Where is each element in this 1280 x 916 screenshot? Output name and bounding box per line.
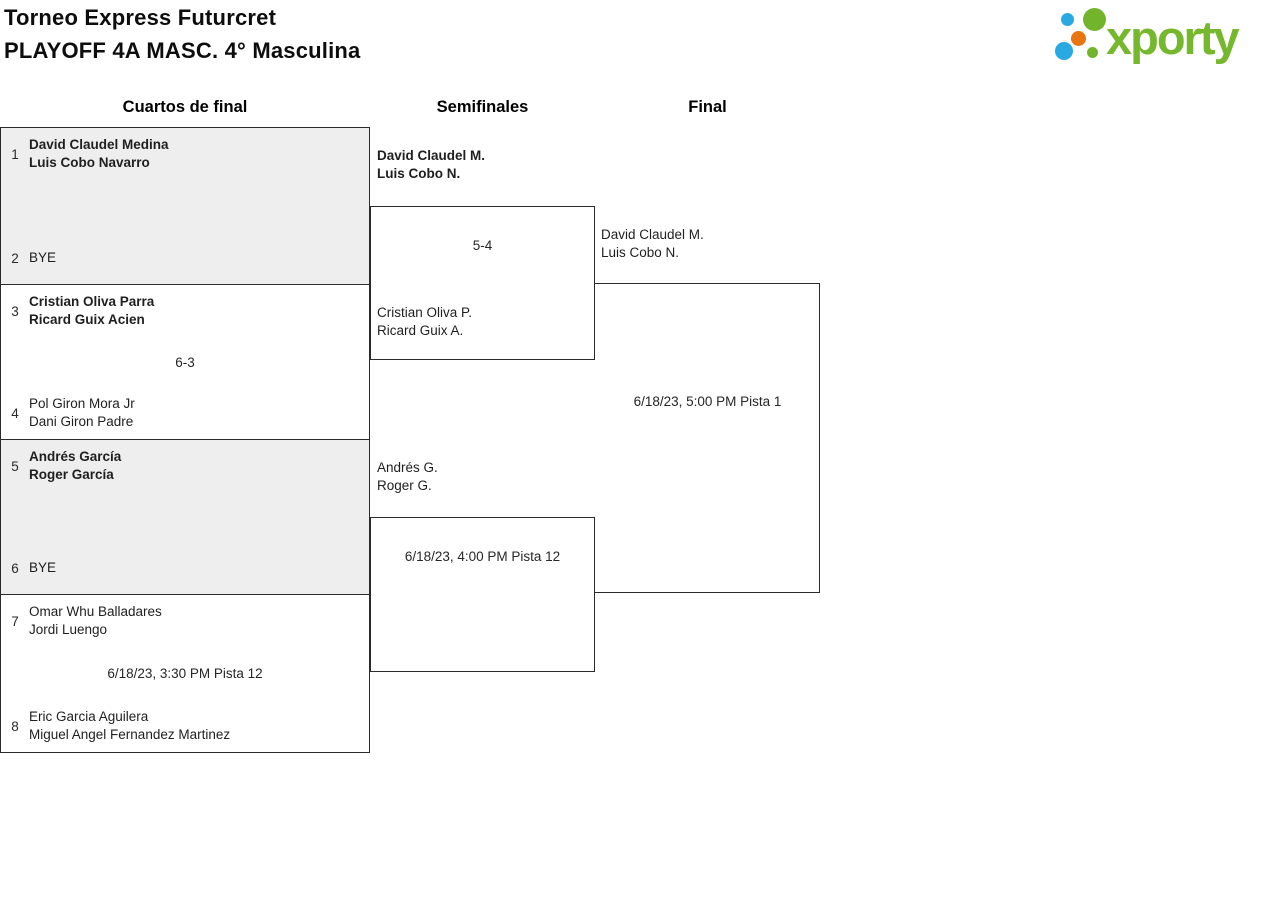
match-schedule: 6/18/23, 4:00 PM Pista 12 xyxy=(404,549,561,564)
final-top-team: David Claudel M. Luis Cobo N. xyxy=(601,226,704,262)
sf2-top-team: Andrés G. Roger G. xyxy=(377,459,438,495)
qf1-bottom-team-row: 2 BYE xyxy=(1,232,369,284)
logo-dot-blue-small-icon xyxy=(1060,12,1074,26)
logo-dot-blue-large-icon xyxy=(1055,42,1073,60)
seed-number: 8 xyxy=(11,718,19,734)
team-name-line: Andrés G. xyxy=(377,460,438,475)
team-name-line: David Claudel M. xyxy=(377,148,486,163)
tournament-title: Torneo Express Futurcret xyxy=(4,5,277,30)
team-name-line: Luis Cobo N. xyxy=(601,245,680,260)
qf-match-3: 5 Andrés García Roger García 6 BYE xyxy=(1,439,369,594)
logo-dot-green-large-icon xyxy=(1083,8,1106,31)
logo-dot-orange-icon xyxy=(1070,30,1086,46)
playoff-subtitle: PLAYOFF 4A MASC. 4° Masculina xyxy=(4,38,361,63)
seed-number: 7 xyxy=(11,613,19,629)
team-names: BYE xyxy=(29,249,56,267)
qf4-bottom-team-row: 8 Eric Garcia Aguilera Miguel Angel Fern… xyxy=(1,700,369,752)
team-name-line: Eric Garcia Aguilera xyxy=(29,709,149,724)
team-names: Pol Giron Mora Jr Dani Giron Padre xyxy=(29,395,135,431)
qf3-bottom-team-row: 6 BYE xyxy=(1,542,369,594)
xporty-logo[interactable]: xporty xyxy=(1050,0,1280,75)
sf1-score-area: 5-4 xyxy=(370,238,595,253)
seed-number: 3 xyxy=(11,303,19,319)
match-score: 5-4 xyxy=(472,238,493,253)
team-name-line: Ricard Guix Acien xyxy=(29,312,145,327)
sf2-schedule-area: 6/18/23, 4:00 PM Pista 12 xyxy=(370,549,595,564)
team-name-line: Pol Giron Mora Jr xyxy=(29,396,135,411)
qf4-top-team-row: 7 Omar Whu Balladares Jordi Luengo xyxy=(1,595,369,647)
seed-number: 6 xyxy=(11,560,19,576)
qf2-score-area: 6-3 xyxy=(1,285,369,439)
qf-match-2: 3 Cristian Oliva Parra Ricard Guix Acien… xyxy=(1,284,369,439)
sf1-top-team: David Claudel M. Luis Cobo N. xyxy=(377,147,485,183)
seed-number: 1 xyxy=(11,146,19,162)
team-name-line: Roger G. xyxy=(377,478,432,493)
team-name-line: David Claudel M. xyxy=(601,227,704,242)
qf-match-1: 1 David Claudel Medina Luis Cobo Navarro… xyxy=(1,128,369,284)
team-names: BYE xyxy=(29,559,56,577)
seed-number: 5 xyxy=(11,458,19,474)
team-names: Andrés García Roger García xyxy=(29,448,121,484)
final-schedule-area: 6/18/23, 5:00 PM Pista 1 xyxy=(595,394,820,409)
team-name-line: Ricard Guix A. xyxy=(377,323,464,338)
xporty-logo-wordmark: xporty xyxy=(1106,10,1240,64)
qf4-schedule-area: 6/18/23, 3:30 PM Pista 12 xyxy=(1,595,369,752)
team-name-line: David Claudel Medina xyxy=(29,137,169,152)
team-name-line: Andrés García xyxy=(29,449,122,464)
qf2-top-team-row: 3 Cristian Oliva Parra Ricard Guix Acien xyxy=(1,285,369,337)
qf-match-4: 7 Omar Whu Balladares Jordi Luengo 6/18/… xyxy=(1,594,369,752)
seed-number: 2 xyxy=(11,250,19,266)
round-header-semifinals: Semifinales xyxy=(436,98,529,116)
team-names: Omar Whu Balladares Jordi Luengo xyxy=(29,603,162,639)
team-name-line: Cristian Oliva P. xyxy=(377,305,473,320)
final-match-box xyxy=(595,283,820,593)
team-name-line: Jordi Luengo xyxy=(29,622,108,637)
quarterfinals-column: 1 David Claudel Medina Luis Cobo Navarro… xyxy=(0,127,370,753)
team-name-line: Miguel Angel Fernandez Martinez xyxy=(29,727,231,742)
round-header-quarterfinals: Cuartos de final xyxy=(122,98,248,116)
team-name-line: Roger García xyxy=(29,467,114,482)
sf1-bottom-team: Cristian Oliva P. Ricard Guix A. xyxy=(377,304,472,340)
match-schedule: 6/18/23, 5:00 PM Pista 1 xyxy=(633,394,782,409)
team-name-line: Cristian Oliva Parra xyxy=(29,294,155,309)
team-name-line: Omar Whu Balladares xyxy=(29,604,162,619)
team-names: Eric Garcia Aguilera Miguel Angel Fernan… xyxy=(29,708,230,744)
sf2-match-box xyxy=(370,517,595,672)
match-score: 6-3 xyxy=(175,354,195,370)
team-names: Cristian Oliva Parra Ricard Guix Acien xyxy=(29,293,154,329)
team-name-line: BYE xyxy=(29,560,57,575)
logo-dot-green-small-icon xyxy=(1086,46,1098,58)
team-name-line: BYE xyxy=(29,250,57,265)
team-names: David Claudel Medina Luis Cobo Navarro xyxy=(29,136,169,172)
team-name-line: Dani Giron Padre xyxy=(29,414,134,429)
seed-number: 4 xyxy=(11,405,19,421)
team-name-line: Luis Cobo N. xyxy=(377,166,461,181)
round-header-final: Final xyxy=(688,98,727,116)
qf1-top-team-row: 1 David Claudel Medina Luis Cobo Navarro xyxy=(1,128,369,180)
team-name-line: Luis Cobo Navarro xyxy=(29,155,150,170)
match-schedule: 6/18/23, 3:30 PM Pista 12 xyxy=(107,666,263,681)
qf3-top-team-row: 5 Andrés García Roger García xyxy=(1,440,369,492)
qf2-bottom-team-row: 4 Pol Giron Mora Jr Dani Giron Padre xyxy=(1,387,369,439)
sf1-match-box xyxy=(370,206,595,360)
